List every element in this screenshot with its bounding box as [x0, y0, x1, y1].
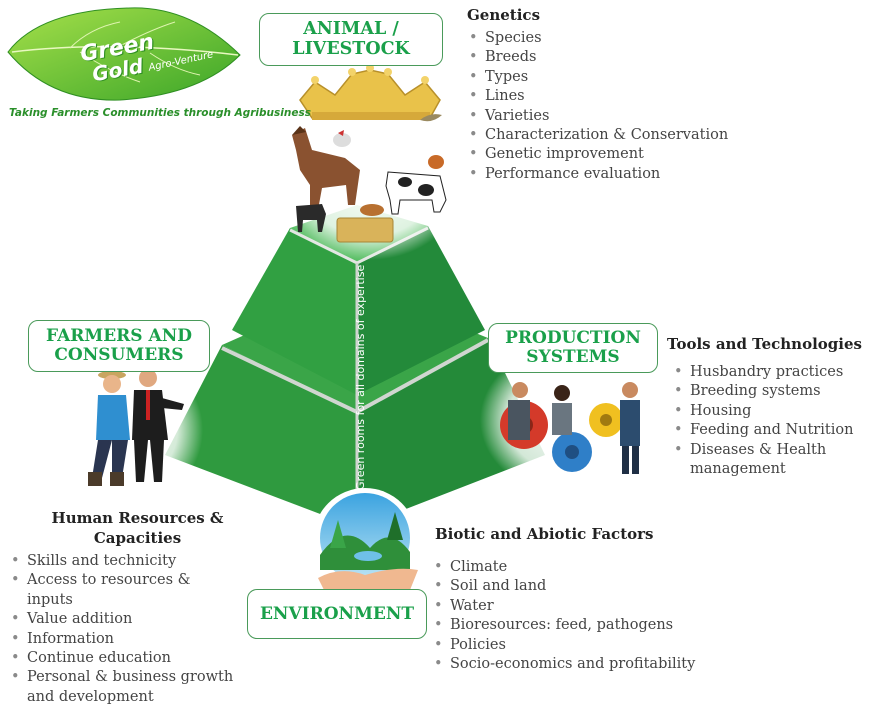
- leaf-logo-icon: [7, 7, 241, 101]
- biotic-item: Policies: [432, 636, 732, 656]
- category-animal-line1: ANIMAL /: [303, 19, 399, 40]
- human-title: Human Resources & Capacities: [20, 508, 255, 548]
- farmer-icon: [88, 371, 130, 486]
- genetics-item: Varieties: [467, 107, 767, 127]
- genetics-item: Characterization & Conservation: [467, 126, 767, 146]
- tools-item: Diseases & Health management: [672, 441, 877, 480]
- category-production-line1: PRODUCTION: [505, 328, 641, 349]
- genetics-item: Lines: [467, 87, 767, 107]
- genetics-item: Performance evaluation: [467, 165, 767, 185]
- human-item: Information: [9, 630, 234, 650]
- category-environment-line1: ENVIRONMENT: [259, 603, 415, 624]
- human-item: Access to resources & inputs: [9, 571, 234, 610]
- category-production-line2: SYSTEMS: [526, 347, 620, 367]
- tools-item: Husbandry practices: [672, 363, 877, 383]
- biotic-list: ClimateSoil and landWaterBioresources: f…: [432, 558, 732, 675]
- biotic-title: Biotic and Abiotic Factors: [435, 525, 654, 543]
- spine-text: Green rooms for all domains of expertise: [354, 265, 367, 490]
- biotic-item: Water: [432, 597, 732, 617]
- biotic-item: Bioresources: feed, pathogens: [432, 616, 732, 636]
- genetics-item: Genetic improvement: [467, 145, 767, 165]
- human-title-line1: Human Resources &: [51, 509, 224, 527]
- category-farmers-line2: CONSUMERS: [54, 345, 184, 365]
- tools-item: Breeding systems: [672, 382, 877, 402]
- biotic-item: Socio-economics and profitability: [432, 655, 732, 675]
- human-item: Value addition: [9, 610, 234, 630]
- category-environment: ENVIRONMENT: [247, 589, 427, 639]
- genetics-item: Types: [467, 68, 767, 88]
- genetics-item: Breeds: [467, 48, 767, 68]
- tools-list: Husbandry practicesBreeding systemsHousi…: [672, 363, 877, 479]
- category-farmers-consumers: FARMERS AND CONSUMERS: [28, 320, 210, 372]
- gears-team-icon: [500, 382, 640, 474]
- livestock-icon: [292, 114, 447, 243]
- human-title-line2: Capacities: [93, 529, 182, 547]
- biotic-item: Soil and land: [432, 577, 732, 597]
- tools-item: Housing: [672, 402, 877, 422]
- category-production-systems: PRODUCTION SYSTEMS: [488, 323, 658, 373]
- logo-tagline: Taking Farmers Communities through Agrib…: [9, 107, 311, 119]
- tools-title: Tools and Technologies: [667, 335, 862, 353]
- genetics-item: Species: [467, 29, 767, 49]
- genetics-title: Genetics: [467, 6, 541, 24]
- businessman-icon: [132, 369, 184, 482]
- environment-globe-icon: [313, 488, 418, 595]
- genetics-list: SpeciesBreedsTypesLinesVarietiesCharacte…: [467, 29, 767, 185]
- human-item: Personal & business growth and developme…: [9, 668, 234, 707]
- human-item: Skills and technicity: [9, 552, 234, 572]
- biotic-item: Climate: [432, 558, 732, 578]
- category-animal-livestock: ANIMAL / LIVESTOCK: [259, 13, 443, 66]
- tools-item: Feeding and Nutrition: [672, 421, 877, 441]
- crown-icon: [299, 64, 441, 120]
- human-item: Continue education: [9, 649, 234, 669]
- category-farmers-line1: FARMERS AND: [46, 326, 192, 347]
- human-list: Skills and technicityAccess to resources…: [9, 552, 234, 707]
- category-animal-line2: LIVESTOCK: [292, 38, 410, 59]
